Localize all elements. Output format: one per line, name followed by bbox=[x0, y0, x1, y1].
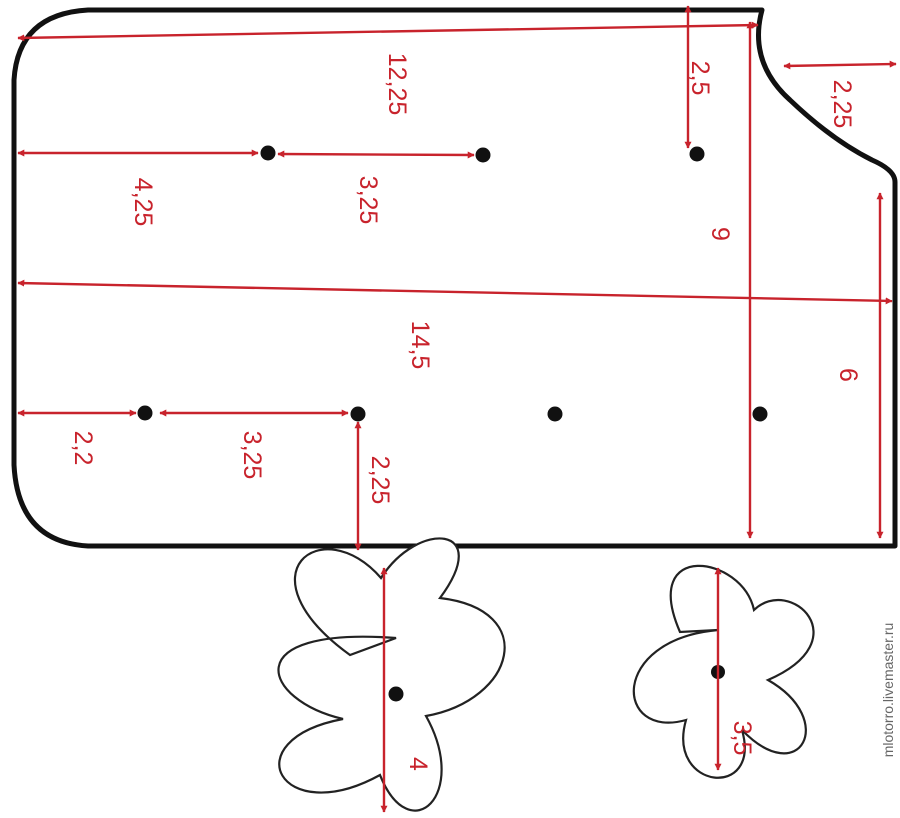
label-right-height: 9 bbox=[706, 227, 734, 241]
label-bottom-left: 2,2 bbox=[69, 431, 97, 466]
label-top-width: 12,25 bbox=[383, 53, 411, 116]
label-flower-large: 4 bbox=[404, 757, 432, 771]
dim-line-top-width bbox=[17, 21, 759, 42]
dot-bottom-2 bbox=[350, 406, 366, 422]
flower-large-center bbox=[388, 686, 404, 702]
dot-top-3 bbox=[689, 146, 705, 162]
flower-large bbox=[277, 537, 506, 812]
label-notch-width: 2,25 bbox=[828, 80, 856, 129]
label-bottom-dot-drop: 2,25 bbox=[366, 456, 394, 505]
dim-line-dot1-to-dot2 bbox=[277, 150, 475, 159]
label-left-to-dot1: 4,25 bbox=[129, 178, 157, 227]
label-right-lower-height: 6 bbox=[834, 368, 862, 382]
dot-top-2 bbox=[475, 147, 491, 163]
pattern-outline bbox=[11, 7, 898, 549]
label-dot1-to-dot2: 3,25 bbox=[354, 176, 382, 225]
dot-top-1 bbox=[260, 145, 276, 161]
label-top-right-drop: 2,5 bbox=[686, 61, 714, 96]
dim-line-notch-width bbox=[783, 60, 897, 70]
label-flower-small: 3,5 bbox=[728, 721, 756, 756]
dot-bottom-1 bbox=[137, 405, 153, 421]
dot-bottom-4 bbox=[752, 406, 768, 422]
label-bottom-dot-spacing: 3,25 bbox=[238, 431, 266, 480]
watermark: mlotorro.livemaster.ru bbox=[880, 623, 896, 758]
dim-line-middle-width bbox=[17, 279, 893, 305]
dot-bottom-3 bbox=[547, 406, 563, 422]
label-middle-width: 14,5 bbox=[406, 321, 434, 370]
